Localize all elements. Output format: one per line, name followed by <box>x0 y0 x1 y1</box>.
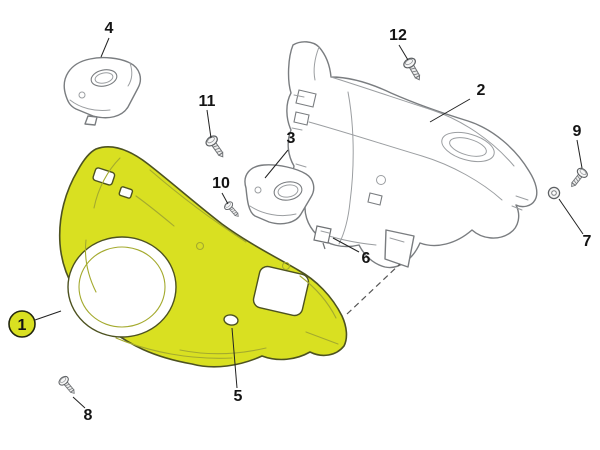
leader-lines <box>34 37 584 409</box>
part-rear-cover[interactable] <box>286 41 538 269</box>
screw-12[interactable] <box>401 55 426 84</box>
speedo-cutout <box>252 265 310 317</box>
washer-7[interactable] <box>547 186 561 200</box>
callout-2[interactable]: 2 <box>477 82 486 99</box>
part-front-cover[interactable] <box>58 146 348 368</box>
callout-10[interactable]: 10 <box>212 175 230 192</box>
callout-1-badge <box>8 310 36 338</box>
callout-8[interactable]: 8 <box>84 407 93 424</box>
callout-4[interactable]: 4 <box>105 20 114 37</box>
screw-11[interactable] <box>203 133 229 161</box>
callout-6[interactable]: 6 <box>362 250 371 267</box>
part-top-cap[interactable] <box>63 56 142 126</box>
screw-8[interactable] <box>56 374 79 398</box>
callout-7[interactable]: 7 <box>583 233 592 250</box>
callout-9[interactable]: 9 <box>573 123 582 140</box>
part-inner-cover[interactable] <box>244 164 315 225</box>
callout-3[interactable]: 3 <box>287 130 296 147</box>
callout-12[interactable]: 12 <box>389 27 407 44</box>
callout-5[interactable]: 5 <box>234 388 243 405</box>
assembly-axis-dashed-line <box>346 263 401 315</box>
headset-opening <box>67 236 177 338</box>
callout-1-label: 1 <box>18 317 27 334</box>
callout-1[interactable]: 1 <box>8 310 36 338</box>
clip-6[interactable] <box>313 225 332 250</box>
screw-10[interactable] <box>222 199 243 220</box>
callout-11[interactable]: 11 <box>199 93 216 110</box>
screw-9[interactable] <box>566 165 590 191</box>
screw-hole-5 <box>223 314 239 326</box>
